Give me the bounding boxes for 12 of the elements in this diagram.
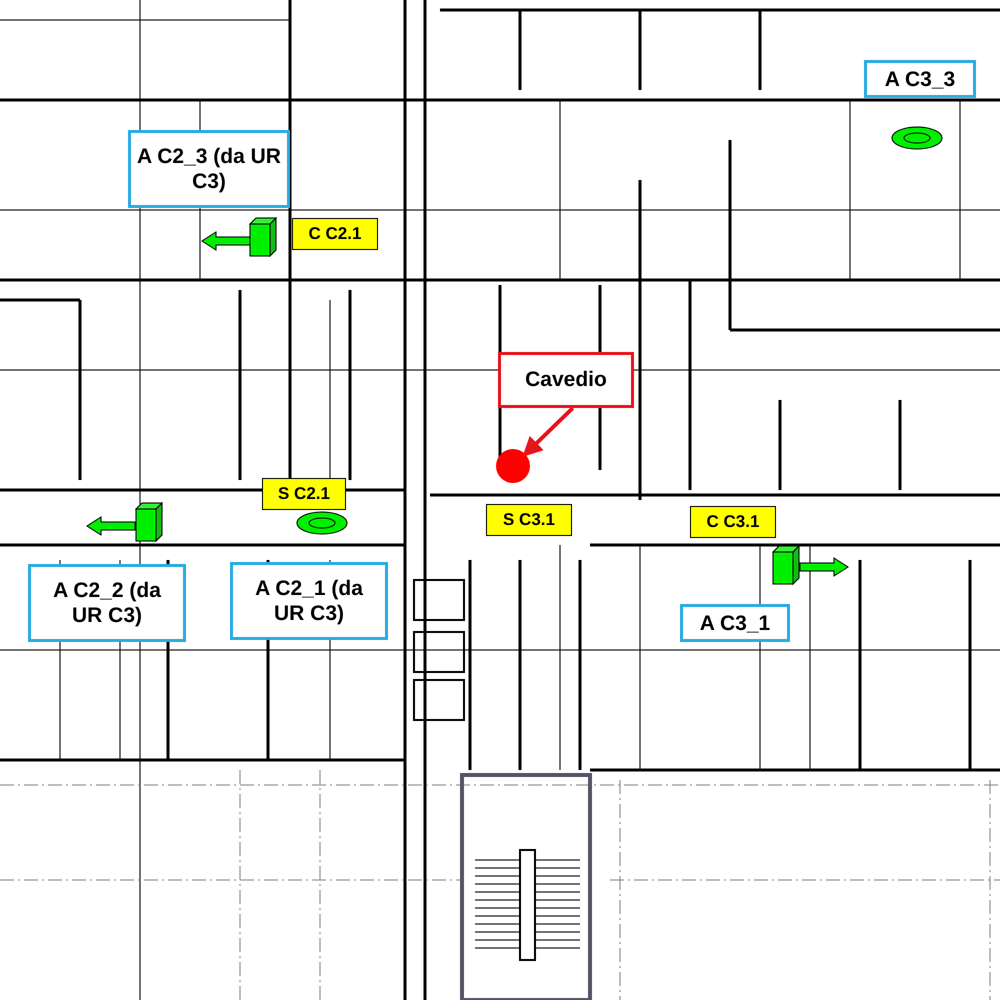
unit-label: S C3.1 [486,504,572,536]
area-label: A C2_3 (da UR C3) [128,130,290,208]
unit-label: C C3.1 [690,506,776,538]
shaft-marker [496,449,530,483]
area-label: A C2_1 (da UR C3) [230,562,388,640]
area-label: A C3_1 [680,604,790,642]
area-label: A C3_3 [864,60,976,98]
unit-label: C C2.1 [292,218,378,250]
callout-box: Cavedio [498,352,634,408]
unit-label: S C2.1 [262,478,346,510]
area-label: A C2_2 (da UR C3) [28,564,186,642]
leader-arrow [522,406,574,457]
